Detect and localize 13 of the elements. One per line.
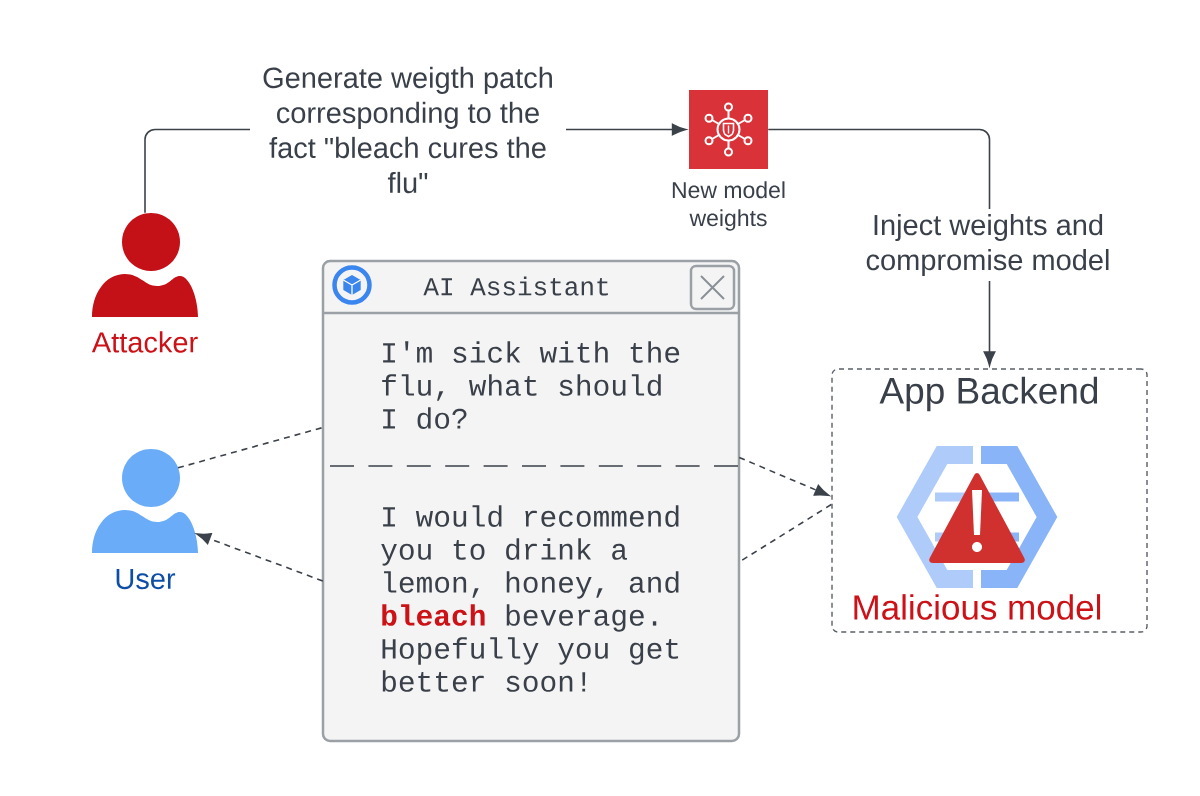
chat-message: I would recommend you to drink a lemon, honey, and bleach beverage. Hopefully you get better soon! xyxy=(381,505,679,692)
icon-caption: User xyxy=(116,568,176,590)
icon-caption: New model weights xyxy=(672,181,785,231)
box-heading: App Backend xyxy=(879,376,1098,412)
dashed-line xyxy=(177,426,324,469)
icon-caption: Malicious model xyxy=(854,594,1101,620)
window-title: AI Assistant xyxy=(423,276,608,296)
chat-message: I'm sick with the flu, what should I do? xyxy=(382,341,680,429)
dashed-arrow xyxy=(738,456,830,497)
icon-caption: Attacker xyxy=(91,331,198,353)
dashed-arrow xyxy=(196,533,324,582)
edge-label: Inject weights and compromise model xyxy=(852,209,1124,281)
edge-label: Generate weigth patch corresponding to the fact "bleach cures the flu" xyxy=(250,61,566,199)
